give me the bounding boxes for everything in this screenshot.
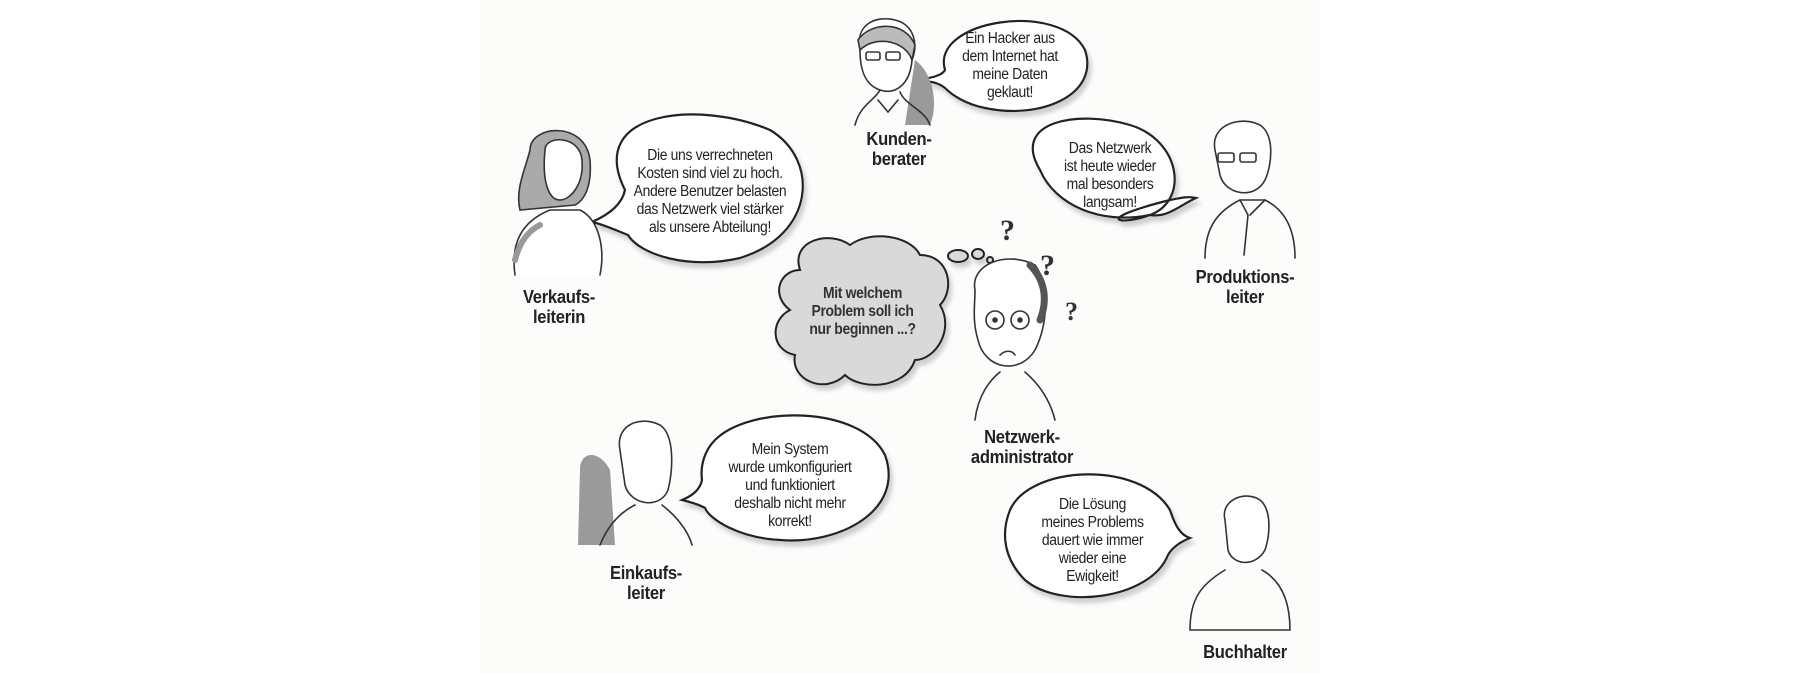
speech-line: meine Daten	[972, 66, 1048, 83]
speech-text-kundenberater: Ein Hacker aus dem Internet hat meine Da…	[952, 30, 1069, 102]
buchhalter-figure	[1189, 495, 1291, 631]
speech-line: Ewigkeit!	[1066, 568, 1119, 585]
speech-line: meines Problems	[1041, 514, 1144, 531]
speech-line: korrekt!	[768, 513, 812, 530]
speech-text-produktionsleiter: Das Netzwerk ist heute wieder mal besond…	[1052, 140, 1169, 212]
speech-line: dauert wie immer	[1041, 532, 1144, 549]
svg-text:?: ?	[1040, 249, 1055, 282]
speech-line: wurde umkonfiguriert	[728, 459, 852, 476]
label-line: Einkaufs-	[609, 563, 683, 583]
thought-text-netzwerkadministrator: Mit welchem Problem soll ich nur beginne…	[797, 285, 928, 339]
label-produktionsleiter: Produktions- leiter	[1185, 267, 1305, 307]
label-line: leiter	[1226, 287, 1264, 307]
thought-line: Mit welchem	[822, 285, 902, 302]
speech-text-einkaufsleiter: Mein System wurde umkonfiguriert und fun…	[714, 441, 867, 531]
label-kundenberater: Kunden- berater	[853, 129, 945, 169]
label-verkaufsleiterin: Verkaufs- leiterin	[508, 287, 609, 327]
speech-line: und funktioniert	[745, 477, 835, 494]
speech-line: Andere Benutzer belasten	[633, 183, 787, 200]
speech-bubble-produktionsleiter	[1031, 117, 1200, 222]
speech-line: deshalb nicht mehr	[734, 495, 846, 512]
label-line: leiter	[627, 583, 665, 603]
speech-line: geklaut!	[987, 84, 1033, 101]
verkaufsleiterin-figure	[512, 129, 603, 276]
svg-text:?: ?	[1065, 297, 1078, 326]
kundenberater-figure	[854, 18, 935, 126]
speech-line: als unsere Abteilung!	[649, 219, 771, 236]
label-line: Verkaufs-	[522, 287, 596, 307]
label-line: leiterin	[532, 307, 586, 327]
label-line: Produktions-	[1195, 267, 1295, 287]
label-line: Buchhalter	[1203, 642, 1287, 662]
speech-line: wieder eine	[1058, 550, 1127, 567]
label-netzwerkadministrator: Netzwerk- administrator	[962, 427, 1082, 467]
speech-line: Mein System	[751, 441, 829, 458]
label-line: Kunden-	[866, 129, 932, 149]
produktionsleiter-figure	[1204, 120, 1296, 259]
speech-line: Die uns verrechneten	[647, 147, 773, 164]
thought-line: nur beginnen ...?	[809, 321, 916, 338]
netzwerkadministrator-figure: ? ? ?	[973, 214, 1078, 421]
thought-line: Problem soll ich	[811, 303, 914, 320]
thought-cloud	[774, 235, 994, 386]
label-line: berater	[871, 149, 927, 169]
speech-line: Die Lösung	[1059, 496, 1126, 513]
label-einkaufsleiter: Einkaufs- leiter	[595, 563, 696, 603]
speech-bubble-einkaufsleiter	[678, 414, 890, 542]
speech-bubble-buchhalter	[1003, 473, 1194, 599]
label-buchhalter: Buchhalter	[1194, 642, 1295, 662]
speech-text-verkaufsleiterin: Die uns verrechneten Kosten sind viel zu…	[625, 147, 796, 237]
einkaufsleiter-figure	[578, 420, 693, 546]
svg-text:?: ?	[1000, 214, 1015, 247]
speech-line: dem Internet hat	[962, 48, 1058, 65]
speech-line: mal besonders	[1066, 176, 1154, 193]
speech-line: ist heute wieder	[1064, 158, 1156, 175]
speech-line: langsam!	[1083, 194, 1137, 211]
label-line: Netzwerk-	[984, 427, 1060, 447]
speech-line: Ein Hacker aus	[965, 30, 1055, 47]
speech-line: Das Netzwerk	[1068, 140, 1152, 157]
speech-line: das Netzwerk viel stärker	[636, 201, 784, 218]
speech-text-buchhalter: Die Lösung meines Problems dauert wie im…	[1027, 496, 1158, 586]
speech-line: Kosten sind viel zu hoch.	[637, 165, 783, 182]
label-line: administrator	[970, 447, 1074, 467]
speech-bubble-verkaufsleiterin	[588, 113, 804, 264]
